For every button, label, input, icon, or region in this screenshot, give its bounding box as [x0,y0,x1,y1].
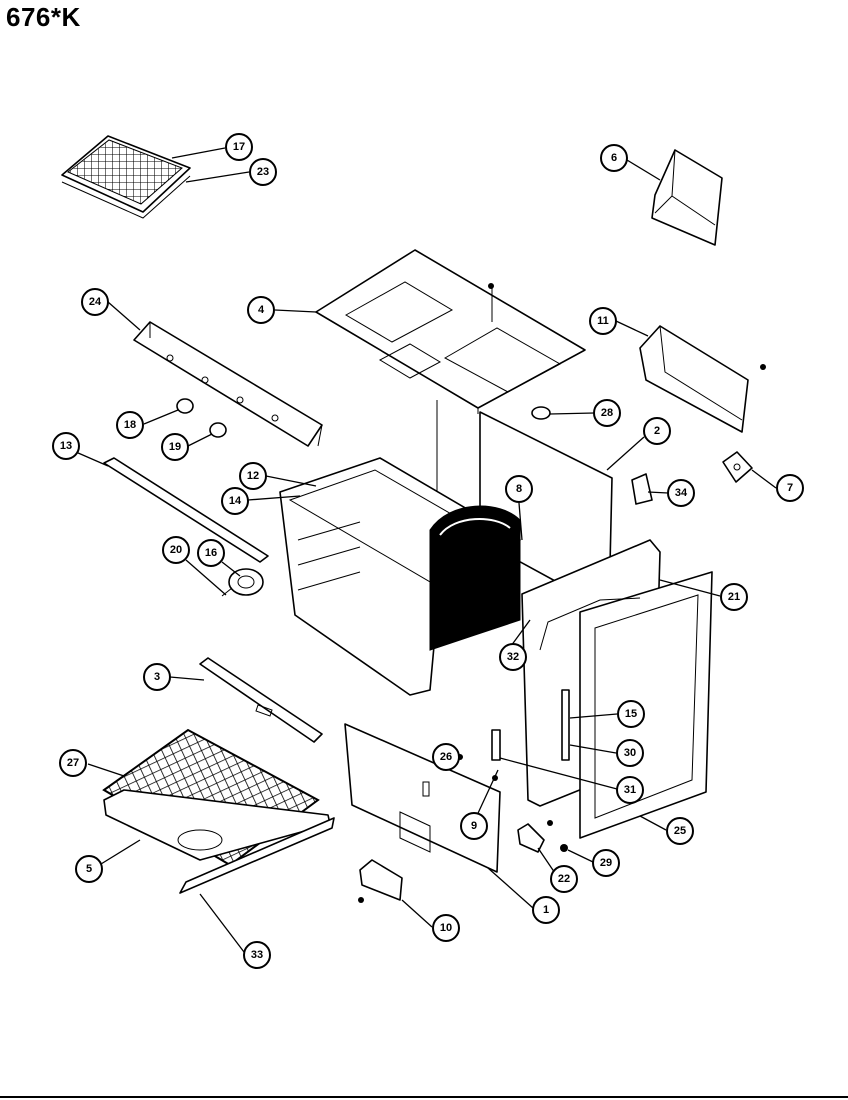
callout-23: 23 [249,158,277,186]
svg-text:24: 24 [89,296,102,308]
svg-text:19: 19 [169,441,181,453]
drawer-front-part [179,817,335,894]
callout-28: 28 [593,399,621,427]
svg-text:13: 13 [60,440,72,452]
svg-text:10: 10 [440,922,452,934]
fitting-part [531,406,551,420]
svg-text:9: 9 [471,820,477,832]
svg-text:17: 17 [233,141,245,153]
callout-22: 22 [550,865,578,893]
svg-text:33: 33 [251,949,263,961]
leader-lines [68,147,777,953]
svg-text:23: 23 [257,166,269,178]
callout-7: 7 [776,474,804,502]
callout-2: 2 [643,417,671,445]
svg-text:15: 15 [625,708,637,720]
callout-14: 14 [221,487,249,515]
callout-27: 27 [59,749,87,777]
thermostat-part [221,568,264,597]
callout-3: 3 [143,663,171,691]
side-rail-part [103,457,269,563]
cooktop-frame-part [315,249,586,414]
svg-text:18: 18 [124,419,136,431]
callout-11: 11 [589,307,617,335]
box-bracket-part [359,859,403,901]
svg-text:29: 29 [600,857,612,869]
back-guard-part [639,325,749,433]
svg-text:28: 28 [601,407,613,419]
callout-17: 17 [225,133,253,161]
svg-text:7: 7 [787,482,793,494]
callout-16: 16 [197,539,225,567]
callout-6: 6 [600,144,628,172]
vent-duct-part [651,149,723,246]
callout-21: 21 [720,583,748,611]
svg-text:16: 16 [205,547,217,559]
hinge-part [491,689,570,761]
svg-text:30: 30 [624,747,636,759]
callout-25: 25 [666,817,694,845]
callout-19: 19 [161,433,189,461]
control-rail-part [133,321,323,447]
svg-text:2: 2 [654,425,660,437]
svg-text:21: 21 [728,591,740,603]
svg-text:31: 31 [624,784,636,796]
clip-part [631,473,653,505]
knob-part [176,398,227,438]
callout-1: 1 [532,896,560,924]
callout-9: 9 [460,812,488,840]
svg-text:34: 34 [675,487,688,499]
callout-26: 26 [432,743,460,771]
callout-10: 10 [432,914,460,942]
svg-text:22: 22 [558,873,570,885]
callout-33: 33 [243,941,271,969]
svg-text:25: 25 [674,825,686,837]
callout-34: 34 [667,479,695,507]
kick-panel-part [344,723,501,873]
svg-text:6: 6 [611,152,617,164]
svg-text:12: 12 [247,470,259,482]
svg-text:8: 8 [516,483,522,495]
callout-31: 31 [616,776,644,804]
svg-text:14: 14 [229,495,242,507]
lower-rail-part [199,657,323,743]
callout-15: 15 [617,700,645,728]
callout-20: 20 [162,536,190,564]
svg-text:3: 3 [154,671,160,683]
svg-text:4: 4 [258,304,265,316]
svg-text:11: 11 [597,315,609,327]
callout-13: 13 [52,432,80,460]
bracket-part [722,451,753,483]
svg-text:26: 26 [440,751,452,763]
svg-text:5: 5 [86,863,92,875]
oven-liner-part [279,457,521,696]
svg-text:1: 1 [543,904,549,916]
page-title: 676*K [6,2,81,32]
callout-32: 32 [499,643,527,671]
callout-29: 29 [592,849,620,877]
callout-30: 30 [616,739,644,767]
callout-18: 18 [116,411,144,439]
callout-8: 8 [505,475,533,503]
svg-text:20: 20 [170,544,182,556]
callout-5: 5 [75,855,103,883]
callout-12: 12 [239,462,267,490]
callout-24: 24 [81,288,109,316]
broiler-pan-part [61,135,191,219]
svg-text:32: 32 [507,651,519,663]
oven-door-part [521,539,713,839]
switch-part [517,823,545,853]
callout-4: 4 [247,296,275,324]
svg-text:27: 27 [67,757,79,769]
footer-rule [0,1096,848,1098]
